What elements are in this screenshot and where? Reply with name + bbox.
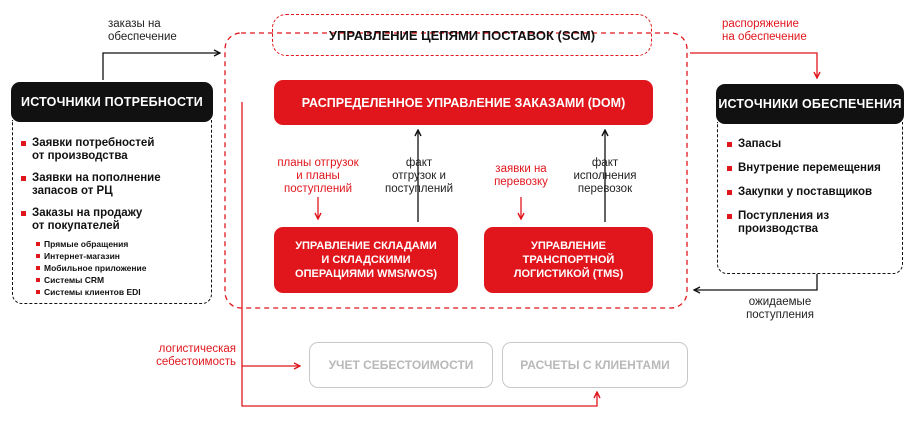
- demand-sub-item-label: Мобильное приложение: [44, 263, 147, 273]
- label-line: факт: [405, 157, 433, 169]
- label-fact-transport: факт исполнения перевозок: [560, 157, 650, 196]
- label-line: обеспечение: [108, 31, 177, 43]
- demand-item-line2: от покупателей: [32, 220, 120, 232]
- arrow-orders-supply: [102, 53, 220, 80]
- supply-sources-panel: [717, 122, 903, 274]
- supply-item-line2: производства: [738, 223, 819, 235]
- client-settlements-box: РАСЧЕТЫ С КЛИЕНТАМИ: [502, 342, 688, 388]
- wms-box: УПРАВЛЕНИЕ СКЛАДАМИ И СКЛАДСКИМИ ОПЕРАЦИ…: [274, 227, 458, 293]
- scm-title: УПРАВЛЕНИЕ ЦЕПЯМИ ПОСТАВОК (SCM): [272, 14, 652, 56]
- supply-item-line1: Внутрение перемещения: [738, 162, 881, 174]
- label-line: себестоимость: [156, 356, 236, 368]
- arrow-expected-receipts: [694, 274, 818, 290]
- bullet-icon: [36, 254, 40, 258]
- wms-line-3: ОПЕРАЦИЯМИ WMS/WOS): [295, 268, 437, 280]
- supply-sources-title: ИСТОЧНИКИ ОБЕСПЕЧЕНИЯ: [718, 97, 902, 111]
- dom-box: РАСПРЕДЕЛЕННОЕ УПРАВлЕНИЕ ЗАКАЗАМИ (DOM): [274, 80, 653, 125]
- bullet-icon: [36, 290, 40, 294]
- supply-item-line1: Закупки у поставщиков: [738, 186, 873, 198]
- demand-sub-item-label: Системы клиентов EDI: [44, 287, 141, 297]
- client-settlements-title: РАСЧЕТЫ С КЛИЕНТАМИ: [520, 358, 670, 372]
- demand-sub-item-label: Прямые обращения: [44, 239, 129, 249]
- label-line: планы отгрузок: [277, 157, 359, 169]
- tms-box: УПРАВЛЕНИЕ ТРАНСПОРТНОЙ ЛОГИСТИКОЙ (TMS): [484, 227, 653, 293]
- demand-item-line1: Заказы на продажу: [32, 207, 143, 219]
- label-line: заявки на: [495, 163, 547, 175]
- bullet-icon: [727, 166, 732, 171]
- label-logistics-cost: логистическая себестоимость: [152, 343, 236, 369]
- wms-line-1: УПРАВЛЕНИЕ СКЛАДАМИ: [295, 240, 437, 252]
- tms-line-2: ТРАНСПОРТНОЙ: [522, 254, 615, 266]
- supply-sources-list: Запасы Внутрение перемещения Закупки у п…: [726, 138, 902, 245]
- supply-item: Внутрение перемещения: [726, 162, 902, 175]
- demand-sub-item: Прямые обращения: [34, 238, 210, 250]
- bullet-icon: [21, 211, 26, 216]
- label-line: на обеспечение: [722, 31, 807, 43]
- bullet-icon: [727, 142, 732, 147]
- demand-item-line2: от производства: [32, 150, 128, 162]
- supply-item: Закупки у поставщиков: [726, 186, 902, 199]
- demand-sources-header: ИСТОЧНИКИ ПОТРЕБНОСТИ: [11, 82, 213, 122]
- supply-item-line1: Поступления из: [738, 210, 830, 222]
- bullet-icon: [36, 278, 40, 282]
- supply-item: Запасы: [726, 138, 902, 151]
- tms-line-1: УПРАВЛЕНИЕ: [531, 240, 606, 252]
- demand-item-line1: Заявки на пополнение: [32, 172, 161, 184]
- demand-item-line2: запасов от РЦ: [32, 185, 113, 197]
- dom-title: РАСПРЕДЕЛЕННОЕ УПРАВлЕНИЕ ЗАКАЗАМИ (DOM): [301, 95, 626, 110]
- wms-line-2: И СКЛАДСКИМИ: [321, 254, 411, 266]
- label-line: поступлений: [384, 183, 454, 195]
- bullet-icon: [36, 266, 40, 270]
- label-transport-requests: заявки на перевозку: [476, 163, 566, 189]
- demand-sources-title: ИСТОЧНИКИ ПОТРЕБНОСТИ: [21, 95, 203, 109]
- bullet-icon: [21, 141, 26, 146]
- label-line: отгрузок и: [392, 170, 446, 182]
- arrow-supply-order: [690, 52, 817, 78]
- demand-sub-item: Интернет-магазин: [34, 250, 210, 262]
- label-fact-shipments: факт отгрузок и поступлений: [369, 157, 469, 196]
- label-line: распоряжение: [722, 18, 799, 30]
- bullet-icon: [36, 242, 40, 246]
- scm-area: [224, 32, 688, 309]
- arrow-client-settlements: [241, 366, 597, 407]
- scm-title-text: УПРАВЛЕНИЕ ЦЕПЯМИ ПОСТАВОК (SCM): [328, 27, 596, 43]
- label-line: поступлений: [283, 183, 353, 195]
- label-line: исполнения: [573, 170, 637, 182]
- label-line: перевозку: [494, 176, 548, 188]
- label-line: поступления: [746, 309, 814, 321]
- demand-item-line1: Заявки потребностей: [32, 137, 155, 149]
- tms-line-3: ЛОГИСТИКОЙ (TMS): [513, 268, 624, 280]
- bullet-icon: [727, 214, 732, 219]
- cost-accounting-box: УЧЕТ СЕБЕСТОИМОСТИ: [309, 342, 493, 388]
- label-shipment-plans: планы отгрузок и планы поступлений: [268, 157, 368, 196]
- bullet-icon: [21, 176, 26, 181]
- label-orders-supply: заказы на обеспечение: [108, 18, 177, 44]
- supply-item-line1: Запасы: [738, 138, 782, 150]
- cost-accounting-title: УЧЕТ СЕБЕСТОИМОСТИ: [328, 358, 474, 372]
- demand-sub-item: Системы клиентов EDI: [34, 286, 210, 298]
- label-line: ожидаемые: [748, 296, 812, 308]
- label-line: заказы на: [108, 18, 161, 30]
- label-line: факт: [591, 157, 619, 169]
- demand-sources-panel: [12, 120, 212, 304]
- demand-sub-item: Системы CRM: [34, 274, 210, 286]
- demand-sub-item: Мобильное приложение: [34, 262, 210, 274]
- demand-sub-item-label: Интернет-магазин: [44, 251, 120, 261]
- bullet-icon: [727, 190, 732, 195]
- supply-sources-header: ИСТОЧНИКИ ОБЕСПЕЧЕНИЯ: [716, 84, 904, 124]
- label-line: и планы: [296, 170, 340, 182]
- label-supply-order: распоряжение на обеспечение: [722, 18, 807, 44]
- label-line: перевозок: [577, 183, 633, 195]
- label-line: логистическая: [158, 343, 236, 355]
- demand-sub-item-label: Системы CRM: [44, 275, 105, 285]
- label-expected-receipts: ожидаемые поступления: [730, 296, 830, 322]
